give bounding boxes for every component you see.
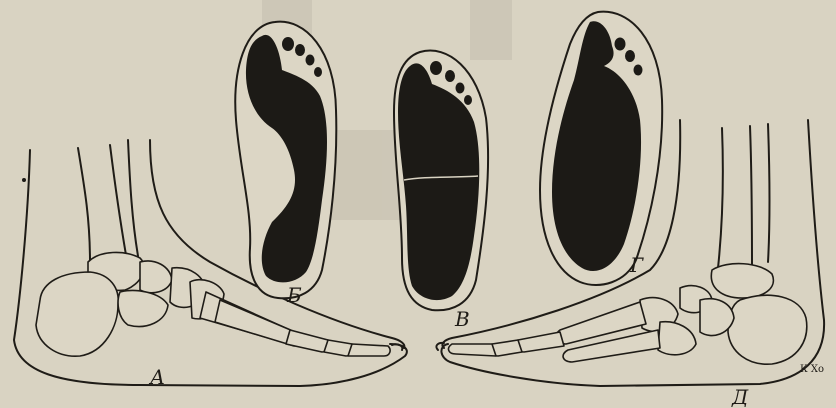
label-print-v: В xyxy=(454,307,470,331)
artist-signature: К Хо xyxy=(800,364,824,375)
label-print-b: Б xyxy=(286,283,302,307)
footprint-v xyxy=(394,51,488,311)
footprint-g xyxy=(540,12,662,285)
label-foot-a: А xyxy=(148,365,165,389)
label-foot-d: Д xyxy=(731,385,749,408)
footprint-b xyxy=(235,22,336,299)
label-print-g: Г xyxy=(629,253,644,277)
